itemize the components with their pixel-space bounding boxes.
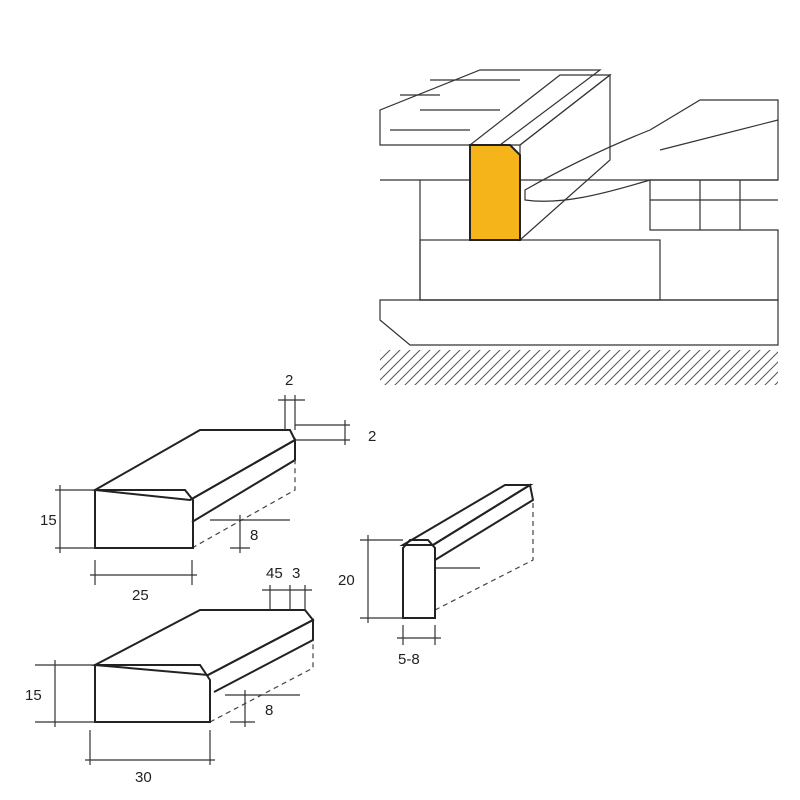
curb-a-dimension-lines (55, 395, 350, 585)
curb-b-top-a-label: 45 (266, 565, 283, 582)
curb-b-dimension-lines (35, 585, 312, 765)
curb-a-width-label: 25 (132, 587, 149, 604)
curb-b-section (94, 664, 211, 723)
curb-c-top (399, 484, 534, 546)
ground-hatch (380, 350, 778, 385)
curb-a: 15 8 25 2 2 (40, 372, 376, 604)
curb-a-side (189, 438, 296, 523)
curb-b: 15 8 30 45 3 (25, 565, 315, 786)
curb-a-depth-label: 8 (250, 527, 258, 544)
paving-right (650, 119, 779, 230)
curb-b-height-label: 15 (25, 687, 42, 704)
curb-a-height-label: 15 (40, 512, 57, 529)
curb-b-width-label: 30 (135, 769, 152, 786)
curb-b-hidden-edge (209, 640, 314, 723)
sub-base (379, 299, 779, 346)
installation-section (379, 69, 779, 385)
curb-b-side (207, 618, 314, 693)
curb-c-height-label: 20 (338, 572, 355, 589)
curb-section-fill (469, 144, 521, 241)
installed-curb-side (519, 73, 611, 242)
curb-a-top (91, 429, 297, 502)
curb-c-width-label: 5-8 (398, 651, 420, 668)
curb-b-top (91, 609, 315, 677)
paving-joints (390, 79, 520, 131)
curb-a-section (94, 489, 194, 549)
curb-a-top-height-label: 2 (368, 428, 376, 445)
curb-c-side (432, 483, 535, 561)
curb-b-top-b-label: 3 (292, 565, 300, 582)
curb-c: 20 5-8 (338, 483, 535, 668)
curb-a-top-width-label: 2 (285, 372, 293, 389)
curb-c-section (402, 539, 436, 619)
curb-a-hidden-edge (191, 460, 296, 549)
paving-left (379, 69, 602, 146)
concrete-foundation (419, 239, 661, 301)
curb-c-dimension-lines (360, 535, 441, 645)
curb-b-depth-label: 8 (265, 702, 273, 719)
curb-c-hidden-edge (434, 500, 534, 611)
gutter (524, 99, 779, 202)
